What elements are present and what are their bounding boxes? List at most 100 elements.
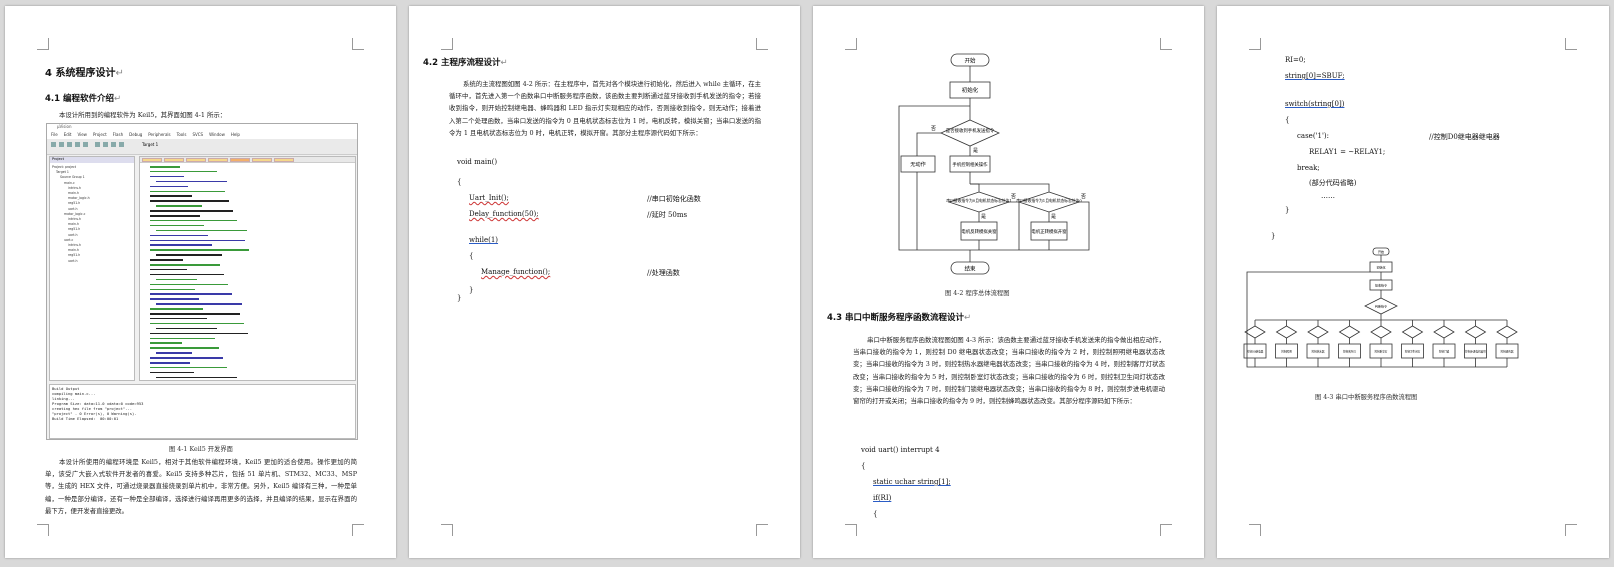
flow-yes-label: 是 [973,148,978,154]
ide-code-line [156,278,197,281]
ide-code-line [150,371,194,374]
intro-paragraph: 本设计所用到的编程软件为 Keil5，其界面如图 4-1 所示： [59,111,227,119]
flow-no-label: 否 [1081,194,1086,200]
flow-no-label: 否 [1011,194,1016,200]
figure-caption: 图 4-1 Keil5 开发界面 [169,446,233,453]
ide-code-line [150,273,224,276]
ide-code-line [156,254,222,256]
ide-menu-item: SVCS [192,132,204,137]
ide-code-line [150,195,192,197]
ide-code-line [150,244,212,246]
ide-code-line [150,200,229,202]
ide-code-line [156,205,202,207]
figure-caption: 图 4-2 程序总体流程图 [945,290,1010,297]
section-heading: 4.2 主程序流程设计↵ [423,58,508,68]
mini-flow-branch-label: 控制卫生间灯 [1405,350,1421,354]
ide-code-line [150,224,204,227]
margin-mark [1249,38,1261,50]
ide-code-line [156,327,217,330]
mini-flow-branch-label: 控制热水器 [1312,350,1325,354]
ide-title-bar: μVision [47,124,357,132]
flow-start-label: 开始 [964,57,976,65]
ide-target-label: Target 1 [142,142,159,147]
section-heading: 4.1 编程软件介绍↵ [45,94,122,104]
ide-code-line [150,166,180,168]
code-line: (部分代码省略) [1309,179,1357,187]
ide-code-line [150,332,248,335]
ide-code-line [150,219,237,222]
ide-code-line [150,362,190,364]
ide-tree-item: Project: project [52,165,77,169]
mini-flow-branch-label: 控制D0继电器 [1247,350,1264,354]
ide-menu-item: Edit [63,132,72,137]
mini-flow-branch-decision [1338,325,1361,339]
code-line: } [1271,232,1276,240]
page-1: 4 系统程序设计↵ 4.1 编程软件介绍↵ 本设计所用到的编程软件为 Keil5… [5,6,396,558]
mini-flow-branch-decision [1401,325,1424,339]
ide-code-line [150,268,187,271]
ide-menu-item: Flash [112,132,124,137]
ide-tree-item: reg51.h [68,253,81,258]
margin-mark [352,38,364,50]
ide-toolbar: Target 1 [47,139,357,155]
ide-tree-item: main.c [64,180,75,185]
ide-tree-item: uart.h [68,258,78,263]
code-line: string[0]=SBUF; [1285,72,1345,80]
mini-flow-start-label: 开始 [1378,249,1384,254]
margin-mark [441,38,453,50]
code-line: RELAY1 = ~RELAY1; [1309,148,1386,156]
code-line: { [1285,116,1290,124]
ide-menu-item: Debug [129,132,143,137]
flow-no-label: 否 [931,126,936,132]
code-line: switch(string[0]) [1285,100,1345,108]
ide-code-line [150,239,245,241]
code-comment: //串口初始化函数 [647,195,701,203]
code-line: if(RI) [873,494,892,502]
ide-code-line [150,185,188,188]
flow-motor-rev-label: 电机反转模拟关窗 [961,228,997,235]
page-4: RI=0; string[0]=SBUF; switch(string[0]) … [1217,6,1609,558]
margin-mark [352,524,364,536]
ide-tree-item: intrins.h [68,243,82,247]
mini-flow-decision-label: 判断指令 [1375,304,1387,309]
margin-mark [1565,38,1577,50]
ide-tree-item: main.h [68,248,79,253]
flow-decision-3-label: 串口接收指令为1且电机状态标志位为0 [1016,198,1082,203]
flow-decision-2-label: 串口接收指令为0且电机状态标志位为1 [946,198,1012,203]
code-line: { [457,178,462,186]
code-line: Delay_function(50); [469,210,539,218]
mini-flow-branch-decision [1496,325,1518,339]
ide-code-line [156,229,247,232]
ide-code-line [150,234,208,237]
flow-no-action-label: 无动作 [910,160,926,168]
ide-code-line [150,283,228,286]
mini-flow-branch-decision [1307,325,1329,339]
ide-code-line [150,317,207,320]
mini-flow-branch-label: 控制客厅灯 [1343,350,1356,354]
ide-code-line [150,264,220,266]
margin-mark [845,38,857,50]
ide-tree-item: main.h [68,222,79,227]
ide-tree-item: main.h [68,191,79,195]
code-line: case('1'): [1297,132,1329,140]
uart-flowchart: 开始 初始化 接收指令 判断指令 控制D0继电器控制照明控制热水器控制客厅灯控制… [1243,247,1519,368]
code-line: Manage_function(); [481,268,551,276]
ide-code-line [150,210,233,212]
mini-flow-branch-label: 控制蜂鸣器 [1501,350,1514,354]
ide-menu-item: Peripherals [148,132,171,137]
margin-mark [1160,524,1172,536]
ide-code-line [150,298,199,300]
ide-code-line [150,259,183,261]
ide-code-line [156,352,192,354]
code-comment: //延时 50ms [647,211,688,219]
page-3: 开始 初始化 是否接收到手机发送指令 否 是 无动作 手机控制相关操作 串口接收… [813,6,1204,558]
ide-tree-item: reg51.h [68,201,81,206]
mini-flow-branch-decision [1275,325,1298,339]
ide-tree-item: uart.h [68,232,78,237]
flow-end-label: 结束 [964,265,976,273]
ide-tree-item: reg51.h [68,227,81,232]
margin-mark [845,524,857,536]
